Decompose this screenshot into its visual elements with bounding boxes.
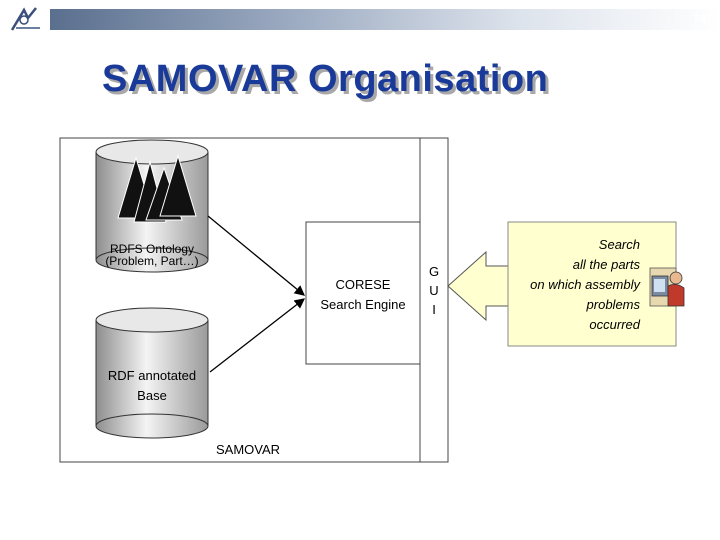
query-line: problems xyxy=(586,297,640,312)
user-computer-icon xyxy=(649,267,685,307)
query-callout xyxy=(507,221,677,347)
base-label-line2: Base xyxy=(137,388,167,403)
ontology-label-line1: RDFS Ontology xyxy=(109,242,195,256)
header-bar: 74 xyxy=(0,0,720,38)
base-label: RDF annotated Base xyxy=(96,366,208,406)
ontology-label-line2: (Problem, Part…) xyxy=(105,254,199,268)
samovar-label: SAMOVAR xyxy=(216,442,281,457)
corese-box xyxy=(305,221,421,365)
page-number: 74 xyxy=(692,12,706,26)
annotated-base-cylinder xyxy=(95,307,209,439)
ontology-to-corese-arrow xyxy=(207,215,306,296)
slide-title: SAMOVAR Organisation xyxy=(102,58,549,100)
query-arrow xyxy=(447,250,513,322)
base-label-line1: RDF annotated xyxy=(107,368,197,383)
gui-letter-u: U xyxy=(429,283,439,298)
ontology-label: RDFS Ontology (Problem, Part…) xyxy=(96,243,208,267)
query-line: occurred xyxy=(589,317,640,332)
query-text: Search all the parts on which assembly p… xyxy=(508,235,640,335)
ontology-tree-icons xyxy=(117,154,197,223)
base-to-corese-arrow xyxy=(209,298,306,373)
logo-icon xyxy=(6,4,46,34)
header-gradient xyxy=(50,9,720,30)
gui-letter-g: G xyxy=(428,264,440,279)
query-line: on which assembly xyxy=(530,277,640,292)
corese-label-line1: CORESE xyxy=(335,277,391,292)
query-line: all the parts xyxy=(572,257,640,272)
corese-label-line2: Search Engine xyxy=(320,297,406,312)
corese-label: CORESE Search Engine xyxy=(306,275,420,315)
query-line: Search xyxy=(598,237,640,252)
gui-label: G U I xyxy=(424,262,444,319)
gui-letter-i: I xyxy=(432,302,436,317)
